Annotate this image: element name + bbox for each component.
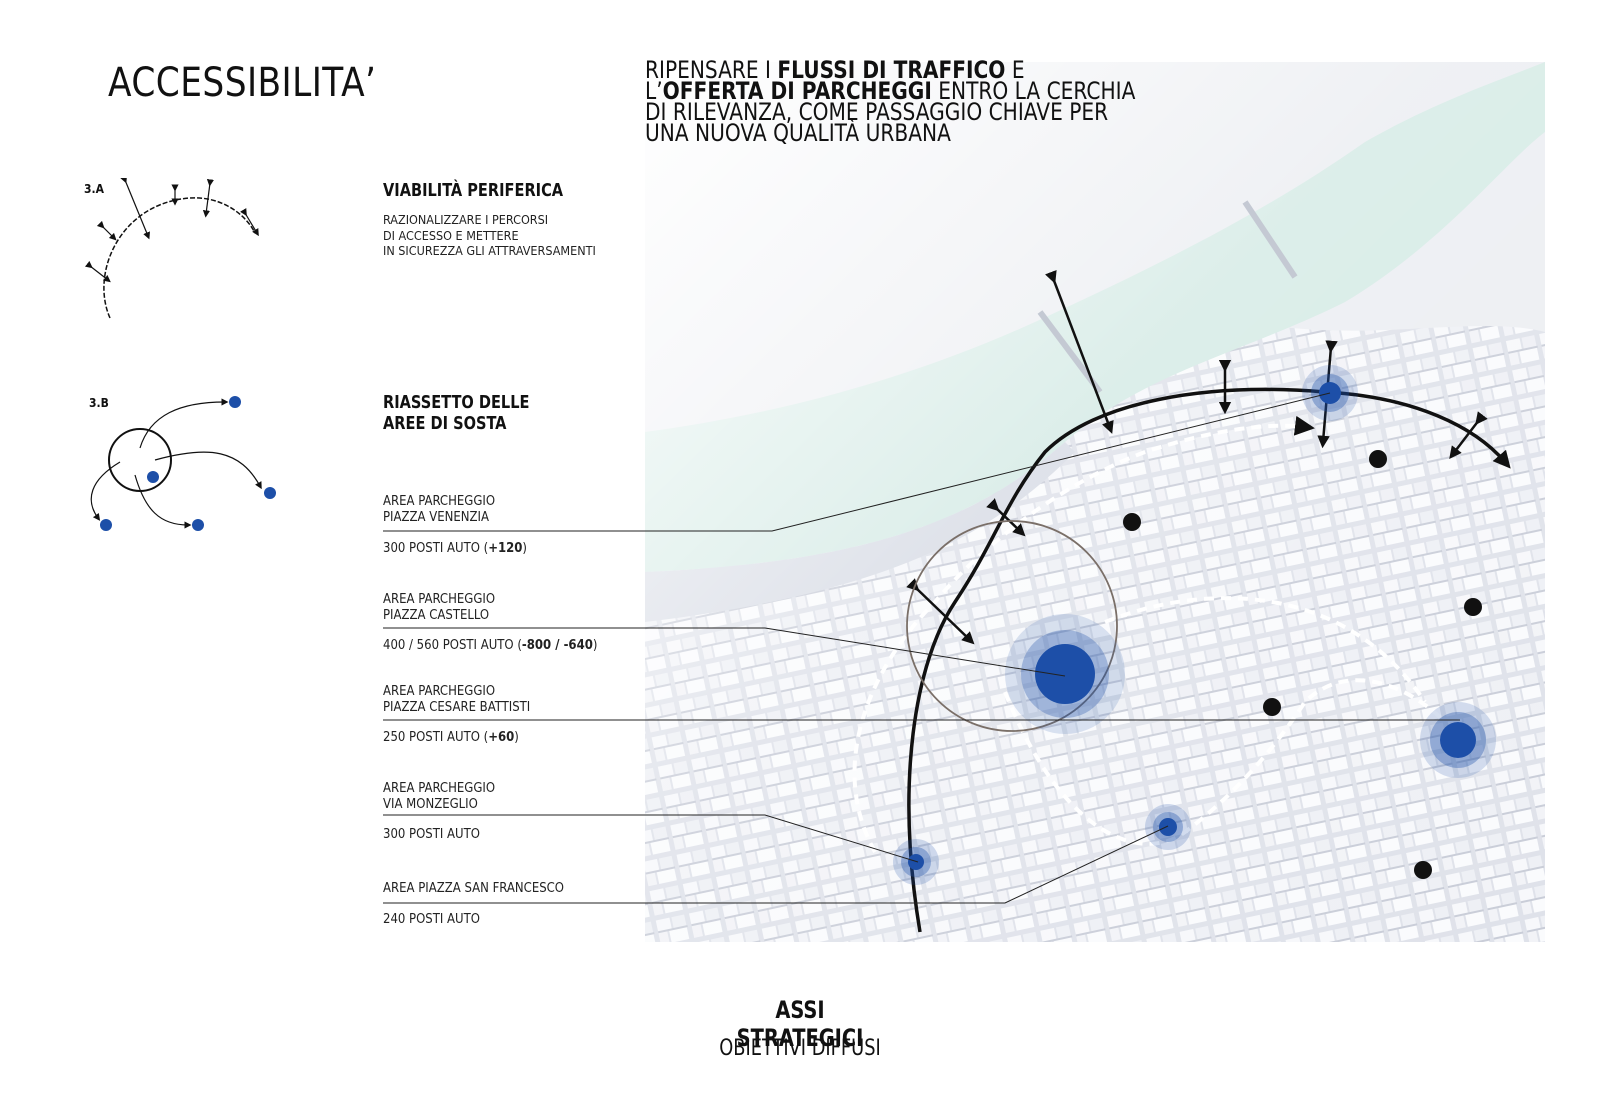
parking-castello-capacity: 400 / 560 POSTI AUTO (-800 / -640) <box>383 638 597 653</box>
section-a-description: RAZIONALIZZARE I PERCORSI DI ACCESSO E M… <box>383 212 596 259</box>
headline-text-2: E L’ <box>645 56 1025 105</box>
parking-battisti-capacity: 250 POSTI AUTO (+60) <box>383 730 519 745</box>
capacity-text: 300 POSTI AUTO ( <box>383 541 489 556</box>
section-b-title-line: AREE DI SOSTA <box>383 413 507 434</box>
headline-bold-2: OFFERTA DI PARCHEGGI <box>662 77 932 105</box>
city-map <box>645 62 1545 942</box>
section-b-code: 3.B <box>89 396 109 410</box>
section-a-desc-line: IN SICUREZZA GLI ATTRAVERSAMENTI <box>383 243 596 258</box>
capacity-text: 300 POSTI AUTO <box>383 827 480 842</box>
parking-sanfrancesco-label: AREA PIAZZA SAN FRANCESCO <box>383 881 564 897</box>
parking-name: PIAZZA CESARE BATTISTI <box>383 700 531 715</box>
parking-name: AREA PARCHEGGIO <box>383 592 496 607</box>
capacity-close: ) <box>592 638 598 653</box>
parking-castello-label: AREA PARCHEGGIO PIAZZA CASTELLO <box>383 592 495 624</box>
headline-bold-1: FLUSSI DI TRAFFICO <box>777 56 1006 84</box>
section-b-title: RIASSETTO DELLE AREE DI SOSTA <box>383 392 529 434</box>
parking-battisti-marker <box>1420 702 1496 778</box>
parking-name: PIAZZA CASTELLO <box>383 608 490 623</box>
capacity-delta: +120 <box>488 541 523 556</box>
capacity-close: ) <box>514 730 519 745</box>
parking-venezia-marker <box>1302 365 1358 421</box>
parking-venezia-capacity: 300 POSTI AUTO (+120) <box>383 541 527 556</box>
footer-title: ASSI STRATEGICI <box>736 996 864 1052</box>
section-b-title-line: RIASSETTO DELLE <box>383 392 530 413</box>
parking-monzeglio-label: AREA PARCHEGGIO VIA MONZEGLIO <box>383 781 495 813</box>
section-a-code: 3.A <box>84 182 104 196</box>
capacity-text: 250 POSTI AUTO ( <box>383 730 489 745</box>
parking-redistribution-icon <box>90 396 276 531</box>
section-a-title: VIABILITÀ PERIFERICA <box>383 180 564 201</box>
parking-sanfrancesco-marker <box>1145 804 1191 850</box>
parking-name: AREA PIAZZA SAN FRANCESCO <box>383 881 565 896</box>
parking-name: PIAZZA VENENZIA <box>383 510 489 525</box>
capacity-text: 400 / 560 POSTI AUTO ( <box>383 638 522 653</box>
headline: RIPENSARE I FLUSSI DI TRAFFICO E L’OFFER… <box>645 58 1141 147</box>
parking-name: AREA PARCHEGGIO <box>383 494 496 509</box>
footer-subtitle: OBIETTIVI DIFFUSI <box>719 1036 881 1061</box>
parking-castello-marker <box>1005 614 1125 734</box>
parking-name: VIA MONZEGLIO <box>383 797 478 812</box>
capacity-text: 240 POSTI AUTO <box>383 912 480 927</box>
capacity-close: ) <box>522 541 527 556</box>
parking-monzeglio-marker <box>893 839 939 885</box>
section-a-desc-line: RAZIONALIZZARE I PERCORSI <box>383 212 549 227</box>
arc-crossings-icon <box>84 178 259 319</box>
headline-text-1: RIPENSARE I <box>645 56 778 84</box>
headline-text-3: ENTRO LA CERCHIA DI RILEVANZA, COME PASS… <box>645 77 1136 147</box>
capacity-delta: -800 / -640 <box>521 638 593 653</box>
parking-venezia-label: AREA PARCHEGGIO PIAZZA VENENZIA <box>383 494 495 526</box>
parking-name: AREA PARCHEGGIO <box>383 781 496 796</box>
parking-battisti-label: AREA PARCHEGGIO PIAZZA CESARE BATTISTI <box>383 684 530 716</box>
capacity-delta: +60 <box>488 730 515 745</box>
section-a-desc-line: DI ACCESSO E METTERE <box>383 227 519 243</box>
parking-monzeglio-capacity: 300 POSTI AUTO <box>383 827 480 842</box>
page-title: ACCESSIBILITA’ <box>108 60 377 106</box>
parking-name: AREA PARCHEGGIO <box>383 684 496 699</box>
parking-sanfrancesco-capacity: 240 POSTI AUTO <box>383 912 480 927</box>
